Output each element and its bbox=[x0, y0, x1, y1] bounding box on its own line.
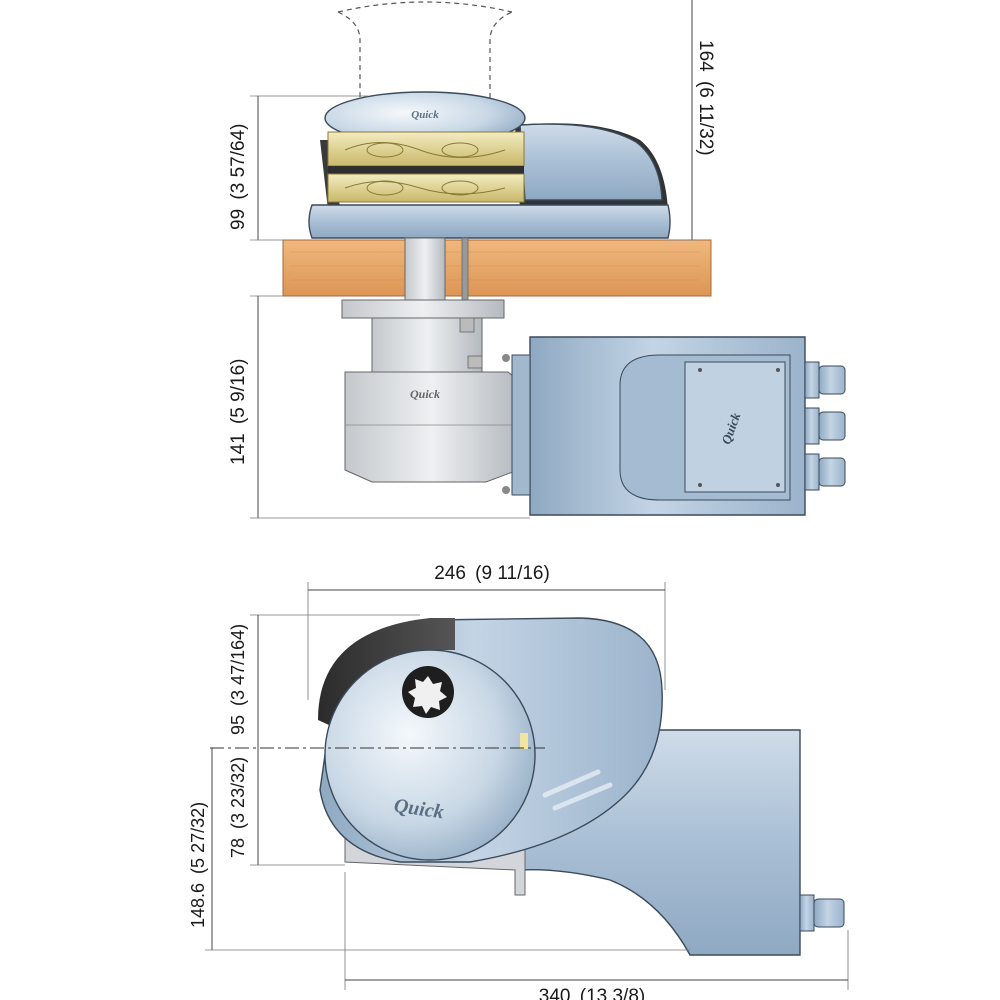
dim-78: 78 (3 23/32) bbox=[228, 748, 345, 866]
dim-95-fraction: (3 47/164) bbox=[228, 624, 248, 706]
svg-text:99 (3 57/64): 99 (3 57/64) bbox=[228, 124, 249, 230]
dim-340-value: 340 bbox=[539, 986, 571, 1000]
plan-view: Quick bbox=[210, 617, 845, 956]
dim-78-fraction: (3 23/32) bbox=[228, 757, 248, 829]
dim-141-value: 141 bbox=[228, 433, 249, 465]
plan-dark-arc bbox=[318, 618, 455, 730]
dim-141-fraction: (5 9/16) bbox=[228, 359, 249, 424]
plan-grip-lines bbox=[542, 769, 613, 811]
drive-shaft bbox=[404, 237, 446, 301]
dim-99-fraction: (3 57/64) bbox=[228, 124, 249, 200]
dim-164-fraction: (6 11/32) bbox=[695, 81, 716, 156]
below-deck-flange bbox=[341, 299, 505, 319]
dashed-chain-outline bbox=[337, 1, 513, 98]
svg-text:78 (3 23/32): 78 (3 23/32) bbox=[228, 757, 248, 858]
cable-glands bbox=[804, 361, 846, 491]
svg-text:246 (9 11/16): 246 (9 11/16) bbox=[434, 563, 550, 584]
dim-148-value: 148.6 bbox=[188, 883, 208, 928]
plan-cable-gland bbox=[799, 894, 845, 932]
dim-246-fraction: (9 11/16) bbox=[475, 563, 550, 584]
dim-246-value: 246 bbox=[434, 563, 466, 584]
gypsy-gold-lower bbox=[327, 173, 525, 203]
windlass-upper-housing: Quick bbox=[308, 91, 671, 239]
dim-164-value: 164 bbox=[695, 40, 716, 72]
dim-141: 141 (5 9/16) bbox=[228, 295, 530, 519]
svg-text:95 (3 47/164): 95 (3 47/164) bbox=[228, 624, 248, 735]
dim-164: 164 (6 11/32) bbox=[668, 0, 716, 241]
dim-340-fraction: (13 3/8) bbox=[580, 986, 645, 1000]
gypsy-pockets bbox=[344, 142, 506, 196]
deck-wood-grain bbox=[290, 251, 700, 281]
gypsy-gold-upper bbox=[327, 131, 525, 167]
dim-246: 246 (9 11/16) bbox=[307, 563, 666, 700]
dim-99: 99 (3 57/64) bbox=[228, 95, 368, 241]
dim-78-value: 78 bbox=[228, 838, 248, 858]
dim-148-fraction: (5 27/32) bbox=[188, 802, 208, 874]
gypsy-dark-groove bbox=[328, 166, 524, 174]
dim-148-6: 148.6 (5 27/32) bbox=[188, 748, 690, 951]
gearbox-logo: Quick bbox=[410, 387, 440, 401]
dim-95-value: 95 bbox=[228, 715, 248, 735]
cap-logo: Quick bbox=[411, 109, 439, 121]
plan-gypsy-drum bbox=[324, 649, 536, 861]
side-elevation-view: Quick bbox=[282, 1, 846, 516]
dim-95: 95 (3 47/164) bbox=[228, 614, 420, 748]
windlass-base-plate bbox=[308, 204, 671, 239]
svg-text:340 (13 3/8): 340 (13 3/8) bbox=[539, 986, 645, 1000]
gearbox-body bbox=[344, 371, 519, 483]
svg-text:164 (6 11/32): 164 (6 11/32) bbox=[695, 40, 716, 156]
svg-text:141 (5 9/16): 141 (5 9/16) bbox=[228, 359, 249, 465]
dim-99-value: 99 bbox=[228, 209, 249, 230]
deck-board bbox=[282, 239, 712, 297]
svg-text:148.6 (5 27/32): 148.6 (5 27/32) bbox=[188, 802, 208, 928]
dim-340: 340 (13 3/8) bbox=[344, 872, 849, 1000]
